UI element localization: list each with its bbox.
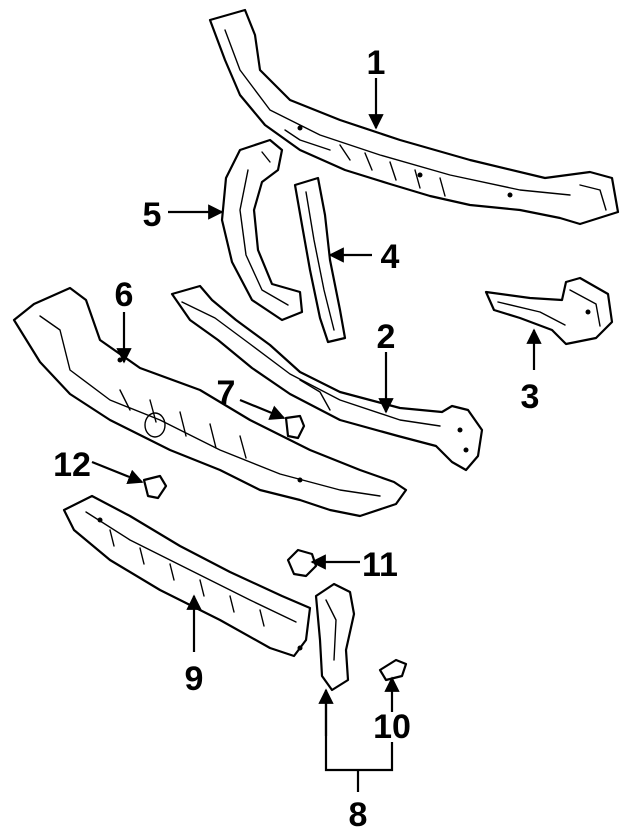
leader-12 (91, 460, 144, 485)
part-8-bracket[interactable] (314, 582, 356, 692)
leader-7 (239, 398, 286, 420)
part-2-lower-tie-bar[interactable] (170, 284, 484, 472)
part-10-clip[interactable] (378, 658, 408, 682)
callouts: 1 5 4 3 2 6 7 12 11 9 10 8 (53, 44, 539, 834)
part-12-clip[interactable] (142, 474, 168, 500)
callout-4: 4 (381, 238, 400, 276)
callout-6: 6 (115, 276, 134, 314)
callout-9: 9 (185, 660, 204, 698)
part-7-clip[interactable] (284, 414, 306, 440)
leader-lines (91, 78, 542, 792)
callout-5: 5 (143, 196, 162, 234)
callout-7: 7 (217, 374, 236, 412)
part-4-bracket[interactable] (293, 176, 347, 344)
callout-3: 3 (521, 378, 540, 416)
callout-11: 11 (362, 546, 398, 584)
callout-1: 1 (367, 44, 386, 82)
part-5-side-support[interactable] (220, 138, 304, 322)
callout-8: 8 (349, 796, 368, 834)
callout-2: 2 (377, 318, 396, 356)
part-1-upper-support[interactable] (208, 8, 620, 226)
part-9-deflector[interactable] (62, 494, 312, 658)
part-6-panel[interactable] (12, 286, 408, 518)
callout-12: 12 (53, 446, 91, 484)
callout-10: 10 (373, 708, 411, 746)
part-11-grommet[interactable] (286, 548, 318, 578)
part-3-bracket[interactable] (484, 276, 614, 346)
